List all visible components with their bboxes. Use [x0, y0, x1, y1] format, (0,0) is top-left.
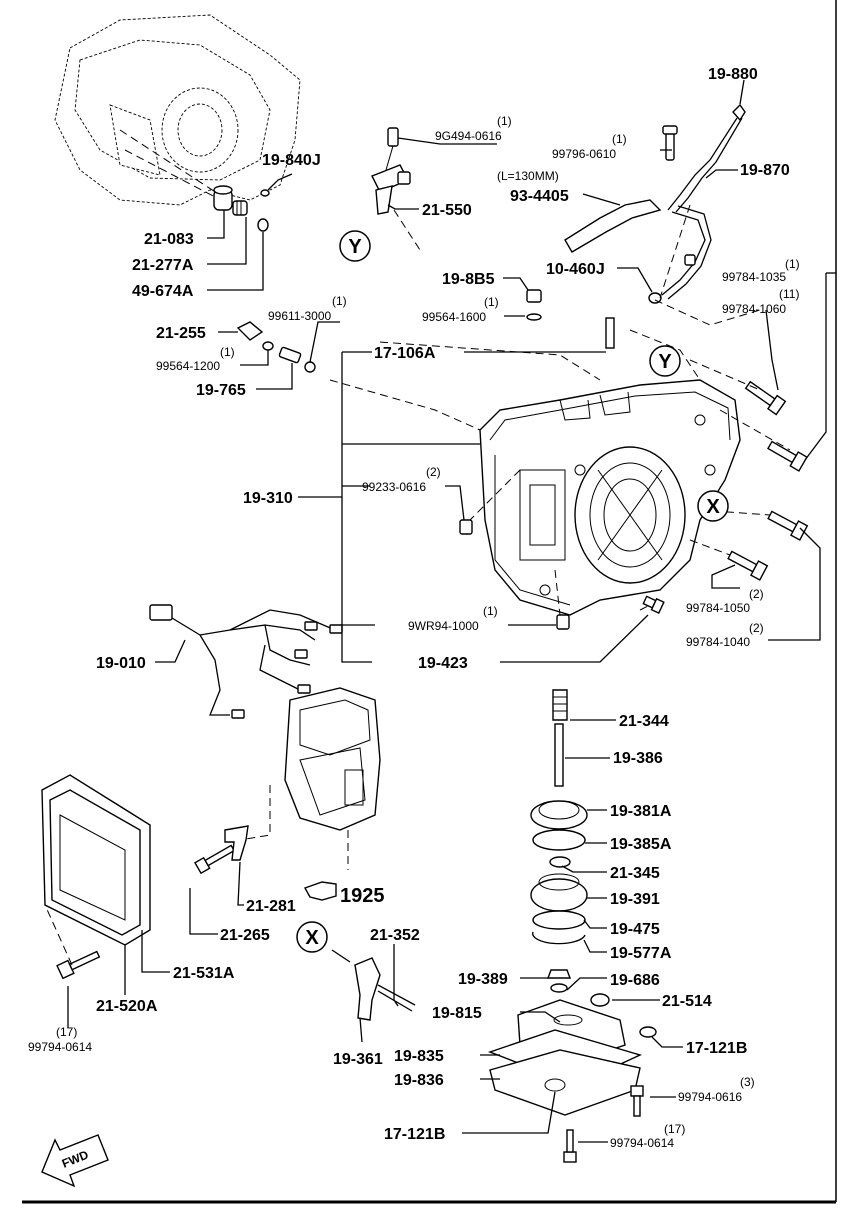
bracket-parts: [194, 825, 249, 875]
callout-99233-0616-qty: (2): [426, 465, 441, 479]
callout-21-345: 21-345: [610, 865, 660, 882]
transaxle-ghost-outline: [54, 14, 301, 211]
manual-shaft-lever: [354, 957, 416, 1021]
control-valve-body: [239, 687, 381, 870]
callout-99794-0616-qty: (3): [740, 1075, 755, 1089]
callout-99784-1035: 99784-1035: [722, 270, 786, 284]
callout-99564-1200: 99564-1200: [156, 359, 220, 373]
callout-99784-1040-qty: (2): [749, 621, 764, 635]
plug-parts: [213, 185, 270, 232]
marker-y-case: Y: [649, 345, 681, 377]
fwd-arrow-icon: FWD: [41, 1134, 109, 1188]
callout-1925: 1925: [340, 885, 385, 907]
callout-19-836: 19-836: [394, 1072, 444, 1089]
callout-99564-1600: 99564-1600: [422, 310, 486, 324]
callout-99784-1060: 99784-1060: [722, 302, 786, 316]
callout-99784-1050: 99784-1050: [686, 601, 750, 615]
callout-99794-0614b: 99794-0614: [610, 1136, 674, 1150]
marker-x-lever: X: [296, 921, 328, 953]
callout-19-385A: 19-385A: [610, 836, 672, 853]
callout-99611-3000: 99611-3000: [268, 309, 331, 323]
callout-21-550: 21-550: [422, 202, 472, 219]
svg-text:X: X: [305, 927, 319, 949]
alignment-lines: [44, 204, 791, 966]
callout-19-361: 19-361: [333, 1051, 383, 1068]
callout-19-386: 19-386: [613, 750, 663, 767]
callout-19-577A: 19-577A: [610, 945, 672, 962]
callout-99794-0614b-qty: (17): [664, 1122, 685, 1136]
callout-19-381A: 19-381A: [610, 803, 672, 820]
callout-21-520A: 21-520A: [96, 998, 158, 1015]
callout-17-121B-bottom: 17-121B: [384, 1126, 445, 1143]
callout-99233-0616: 99233-0616: [362, 480, 426, 494]
callout-19-8B5: 19-8B5: [442, 271, 495, 288]
callout-21-344: 21-344: [619, 713, 669, 730]
callout-19-310: 19-310: [243, 490, 293, 507]
marker-y-top: Y: [339, 230, 371, 262]
callout-9WR94-1000-qty: (1): [483, 604, 498, 618]
oil-pan-bottom: [487, 999, 657, 1163]
marker-x-case: X: [697, 490, 729, 522]
callout-21-277A: 21-277A: [132, 257, 194, 274]
callout-19-423: 19-423: [418, 655, 468, 672]
oil-level-tube: [564, 103, 746, 304]
callout-19-010: 19-010: [96, 655, 146, 672]
callout-19-840J: 19-840J: [262, 152, 321, 169]
callout-17-121B-top: 17-121B: [686, 1040, 747, 1057]
callout-labels: 19-880 (1) 9G494-0616 (1) 99796-0610 19-…: [28, 66, 800, 1150]
callout-99794-0616: 99794-0616: [678, 1090, 742, 1104]
svg-text:X: X: [706, 496, 720, 518]
callout-99564-1600-qty: (1): [484, 295, 499, 309]
callout-17-106A: 17-106A: [374, 345, 436, 362]
callout-99564-1200-qty: (1): [220, 345, 235, 359]
callout-99611-3000-qty: (1): [332, 294, 347, 308]
callout-99796-0610-qty: (1): [612, 132, 627, 146]
callout-21-514: 21-514: [662, 993, 712, 1010]
transmission-case: [479, 317, 741, 616]
callout-length: (L=130MM): [497, 169, 559, 183]
callout-21-083: 21-083: [144, 231, 194, 248]
callout-99794-0614a-qty: (17): [56, 1025, 77, 1039]
callout-93-4405: 93-4405: [510, 188, 569, 205]
svg-text:Y: Y: [348, 236, 362, 258]
callout-99794-0614a: 99794-0614: [28, 1040, 92, 1054]
callout-9G494-0616: 9G494-0616: [435, 129, 502, 143]
callout-21-265: 21-265: [220, 927, 270, 944]
case-small-parts: [236, 289, 570, 630]
callout-19-880: 19-880: [708, 66, 758, 83]
callout-19-870: 19-870: [740, 162, 790, 179]
callout-10-460J: 10-460J: [546, 261, 605, 278]
callout-21-281: 21-281: [246, 898, 296, 915]
callout-49-674A: 49-674A: [132, 283, 194, 300]
pointing-hand-icon: [303, 881, 337, 901]
callout-19-815: 19-815: [432, 1005, 482, 1022]
oil-pan-left: [41, 774, 151, 980]
wiring-harness: [149, 604, 343, 719]
callout-19-835: 19-835: [394, 1048, 444, 1065]
callout-99784-1040: 99784-1040: [686, 635, 750, 649]
callout-21-255: 21-255: [156, 325, 206, 342]
callout-19-475: 19-475: [610, 921, 660, 938]
callout-21-531A: 21-531A: [173, 965, 235, 982]
callout-9WR94-1000: 9WR94-1000: [408, 619, 479, 633]
leader-lines: [67, 79, 836, 1143]
callout-9G494-0616-qty: (1): [497, 114, 512, 128]
svg-text:Y: Y: [658, 351, 672, 373]
callout-19-686: 19-686: [610, 972, 660, 989]
piston-stack: [530, 689, 610, 1007]
callout-99796-0610: 99796-0610: [552, 147, 616, 161]
callout-19-389: 19-389: [458, 971, 508, 988]
callout-99784-1060-qty: (11): [779, 287, 799, 301]
callout-99784-1035-qty: (1): [785, 257, 800, 271]
callout-19-765: 19-765: [196, 382, 246, 399]
speed-sensor: [371, 127, 411, 215]
callout-99784-1050-qty: (2): [749, 587, 764, 601]
callout-21-352: 21-352: [370, 927, 420, 944]
callout-19-391: 19-391: [610, 891, 660, 908]
case-bolts-right: [642, 380, 809, 614]
